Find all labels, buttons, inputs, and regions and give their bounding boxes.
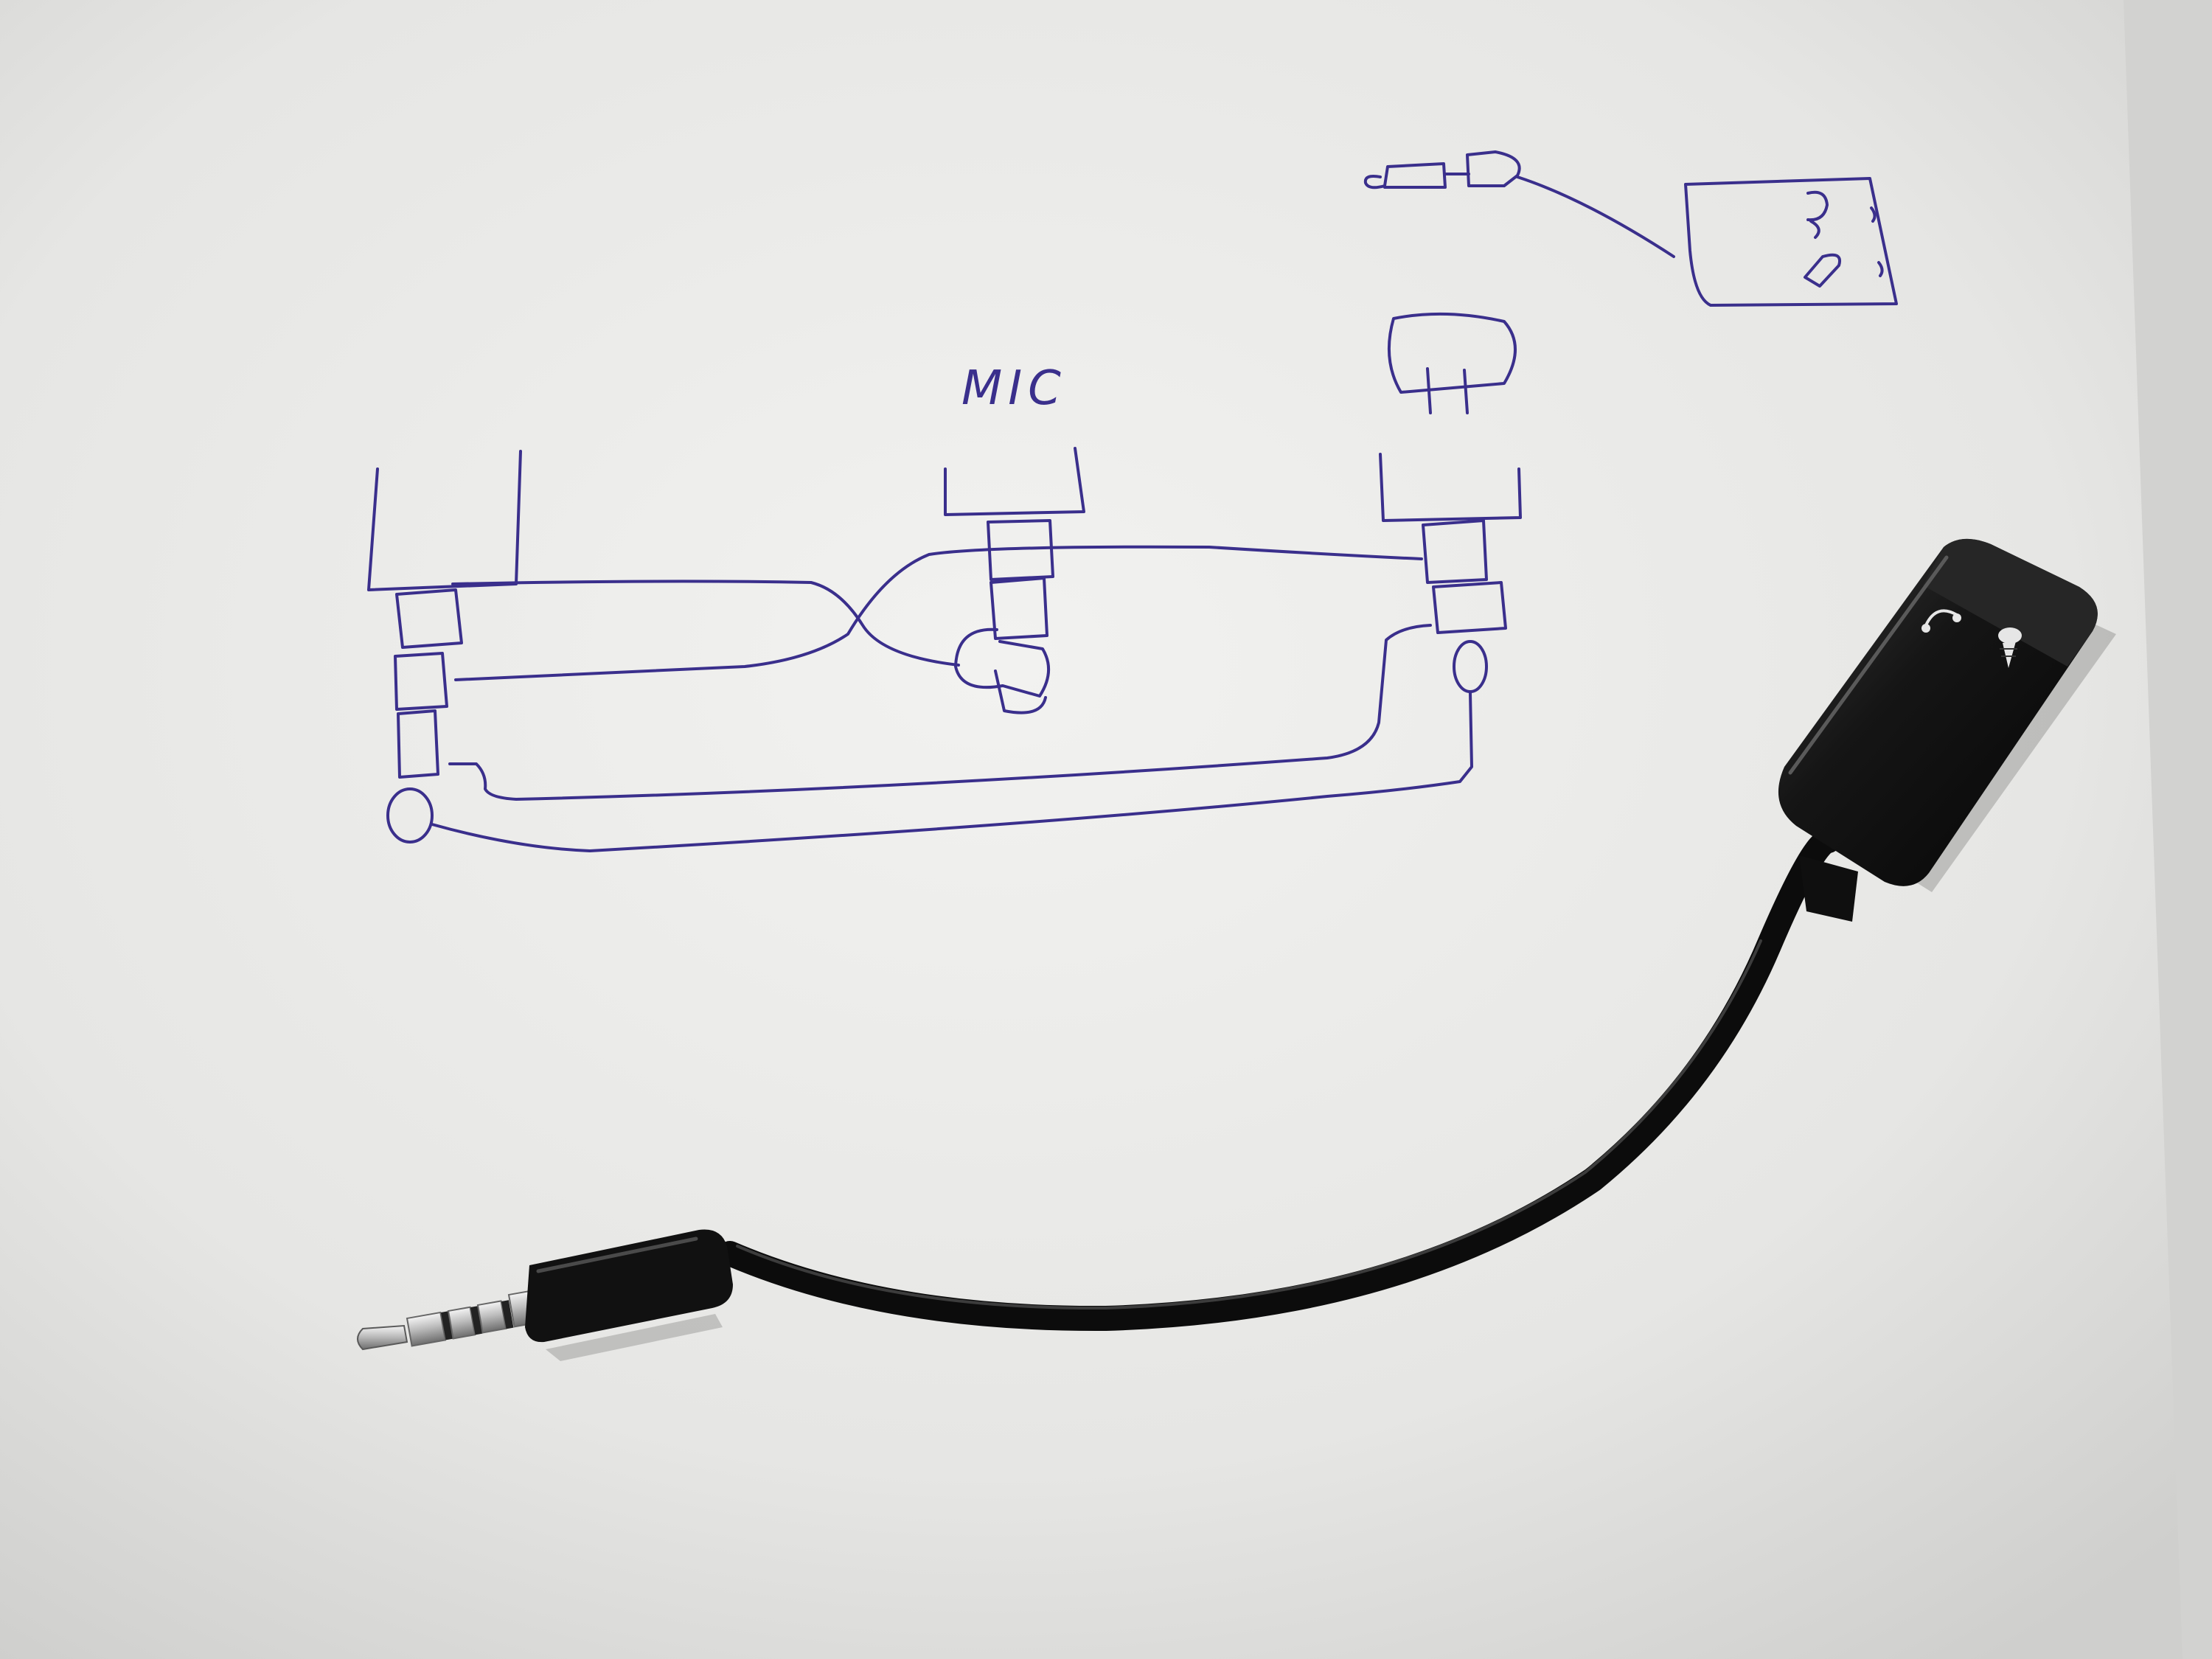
sketch-headphone-jack bbox=[1379, 312, 1522, 693]
adapter-cable-neck bbox=[1799, 855, 1858, 922]
splitter-edge-highlight bbox=[1788, 555, 1949, 775]
audio-splitter-adapter bbox=[357, 538, 2116, 1361]
sketch-mic-jack: MIC bbox=[944, 361, 1085, 714]
microphone-icon bbox=[1998, 627, 2022, 668]
plug-ring-1 bbox=[406, 1311, 447, 1347]
splitter-housing bbox=[1778, 538, 2116, 892]
adapter-cable-highlight bbox=[736, 939, 1762, 1310]
adapter-cable bbox=[717, 828, 1841, 1332]
plug-tip bbox=[357, 1324, 408, 1351]
plug-housing-shadow bbox=[546, 1314, 723, 1361]
sketch-left-jack bbox=[367, 450, 522, 844]
mic-label: MIC bbox=[961, 361, 1067, 416]
plug-insulator-3 bbox=[501, 1300, 514, 1329]
plug-housing bbox=[525, 1229, 733, 1343]
plug-ring-3 bbox=[476, 1300, 507, 1334]
plug-insulator-1 bbox=[441, 1311, 453, 1340]
wiring-sketch: MIC bbox=[367, 150, 1898, 852]
sketch-wires bbox=[431, 545, 1473, 852]
plug-ring-2 bbox=[447, 1306, 476, 1340]
paper-edge-shadow bbox=[2124, 0, 2212, 1659]
headphones-icon bbox=[1921, 609, 1961, 633]
splitter-top-face bbox=[1923, 538, 2098, 667]
plug-insulator-2 bbox=[470, 1306, 483, 1335]
sketch-plug-to-box bbox=[1363, 150, 1898, 307]
adapter-plug bbox=[357, 1229, 733, 1361]
plug-housing-highlight bbox=[536, 1237, 698, 1273]
